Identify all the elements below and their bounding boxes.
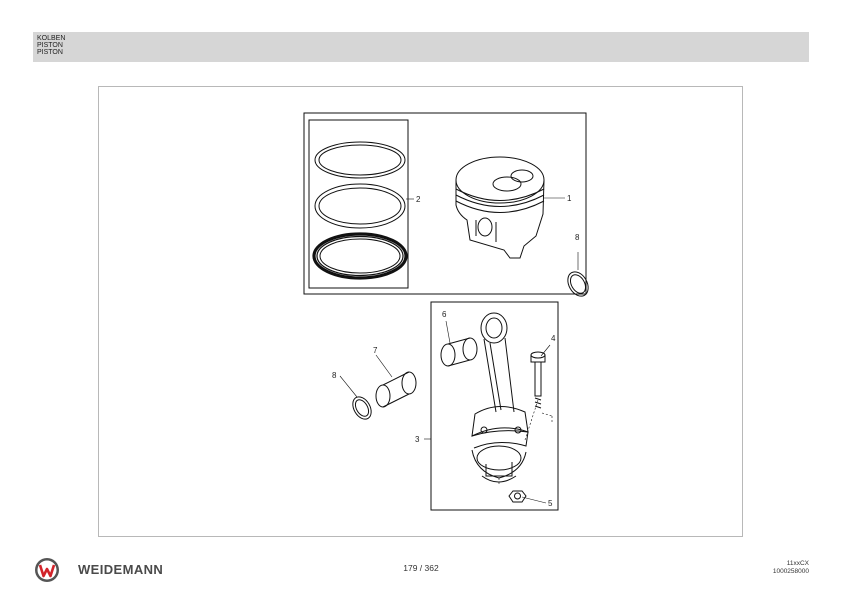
callout-2: 2 <box>416 195 421 204</box>
header-title-de: KOLBEN <box>37 35 66 42</box>
header-bar: KOLBEN PISTON PISTON <box>33 32 809 62</box>
callout-8-right: 8 <box>575 233 580 242</box>
piston-pin <box>375 371 417 408</box>
con-rod-bolt <box>530 351 546 409</box>
header-title-fr: PISTON <box>37 49 63 56</box>
callout-8-left: 8 <box>332 371 337 380</box>
connecting-rod-box <box>430 301 559 511</box>
callout-4: 4 <box>551 334 556 343</box>
retaining-ring-left <box>352 396 372 420</box>
piston-group-box <box>303 112 587 295</box>
con-rod-nut <box>508 490 527 503</box>
document-code-line1: 11xxCX <box>786 560 809 567</box>
piston-ring-middle <box>314 183 406 229</box>
piston-ring-oil <box>312 232 408 280</box>
callout-5: 5 <box>548 499 553 508</box>
ring-set-box <box>308 119 409 289</box>
connecting-rod <box>471 312 529 483</box>
header-title-en: PISTON <box>37 42 63 49</box>
callout-3: 3 <box>415 435 420 444</box>
document-code: 11xxCX 1000258000 <box>773 560 809 575</box>
piston-ring-top <box>314 141 406 179</box>
callout-7: 7 <box>373 346 378 355</box>
piston <box>455 156 545 259</box>
small-end-bushing <box>440 337 478 367</box>
document-code-line2: 1000258000 <box>772 567 809 575</box>
retaining-ring-right <box>567 271 589 297</box>
callout-1: 1 <box>567 194 572 203</box>
callout-6: 6 <box>442 310 447 319</box>
leader-lines <box>339 197 579 504</box>
weidemann-logo-icon <box>35 558 59 582</box>
brand-name: WEIDEMANN <box>78 562 164 577</box>
page-number: 179 / 362 <box>403 563 439 573</box>
drawing-frame <box>98 86 743 537</box>
